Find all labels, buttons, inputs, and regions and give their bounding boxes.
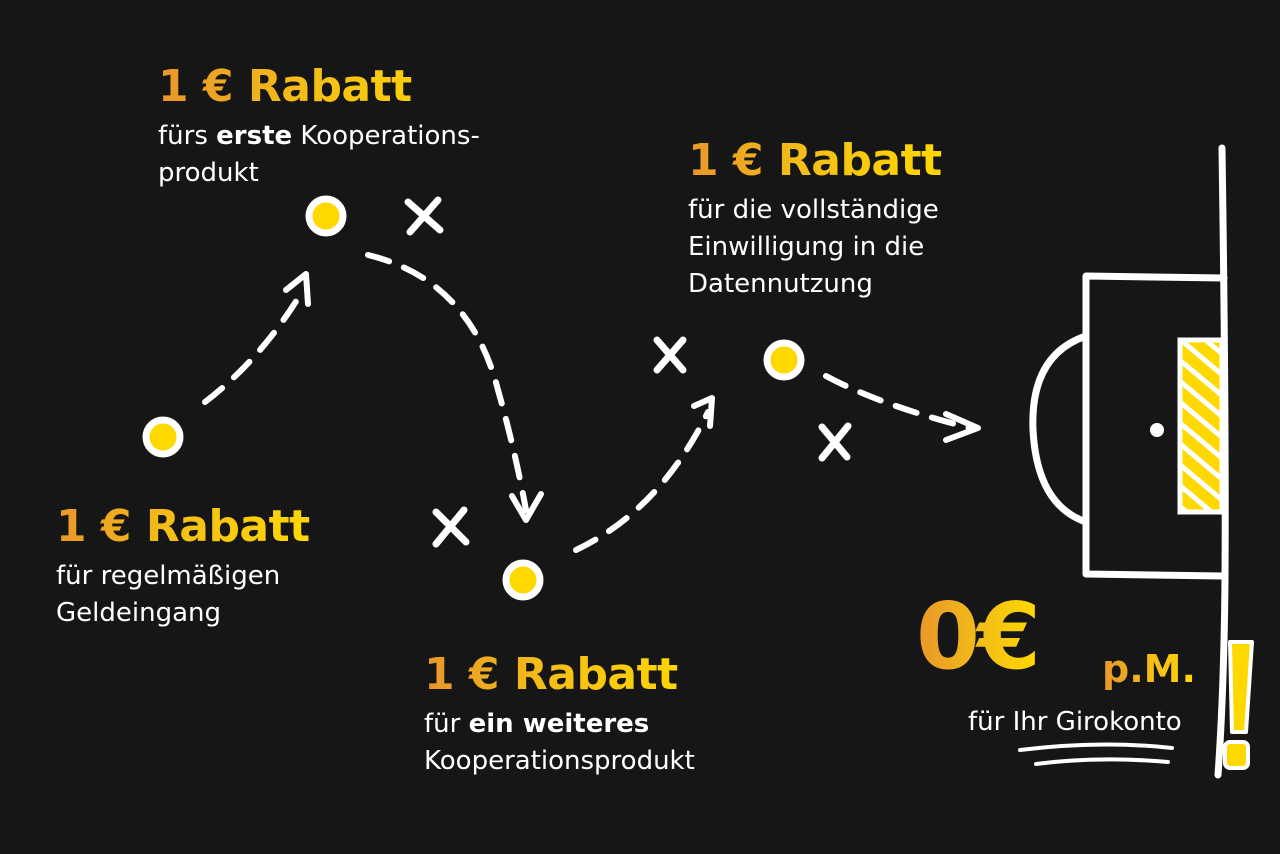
player-dot-icon xyxy=(763,339,805,381)
account-caption: für Ihr Girokonto xyxy=(968,707,1182,737)
opponent-x-icon xyxy=(818,422,852,462)
desc-text: produkt xyxy=(158,158,259,189)
desc-text: Kooperationsprodukt xyxy=(424,746,695,777)
discount-description: für ein weiteres Kooperationsprodukt xyxy=(424,706,695,780)
path-arrow-4 xyxy=(823,373,973,431)
desc-text: fürs xyxy=(158,121,217,152)
discount-headline: 1 € Rabatt xyxy=(424,651,695,698)
opponent-x-icon xyxy=(404,196,444,236)
monthly-fee-unit: p.M. xyxy=(1102,647,1196,691)
discount-headline: 1 € Rabatt xyxy=(56,501,310,552)
penalty-spot-icon xyxy=(1150,423,1164,437)
discount-description: für die vollständige Einwilligung in die… xyxy=(688,192,942,303)
step-2-label: 1 € Rabatt für regelmäßigen Geldeingang xyxy=(56,501,310,632)
desc-text: Geldeingang xyxy=(56,598,221,629)
path-arrow-1 xyxy=(202,292,303,405)
desc-text: für die vollständige xyxy=(688,195,939,226)
arrowhead-icon xyxy=(283,271,311,307)
desc-text: für regelmäßigen xyxy=(56,561,281,592)
path-arrow-2 xyxy=(365,252,529,513)
player-dot-icon xyxy=(305,195,347,237)
desc-text: Kooperations- xyxy=(292,121,480,152)
discount-description: fürs erste Kooperations- produkt xyxy=(158,118,480,192)
opponent-x-icon xyxy=(432,506,470,548)
discount-headline: 1 € Rabatt xyxy=(158,63,480,110)
exclamation-icon xyxy=(1223,640,1254,770)
step-3-label: 1 € Rabatt für ein weiteres Kooperations… xyxy=(424,651,695,780)
path-arrow-3 xyxy=(573,409,711,553)
underline-swoosh xyxy=(1018,742,1174,766)
desc-bold-text: ein weiteres xyxy=(468,709,650,740)
monthly-fee-amount: 0€ xyxy=(916,583,1041,690)
penalty-area xyxy=(1029,144,1229,779)
player-dot-icon xyxy=(502,559,544,601)
desc-text: Einwilligung in die xyxy=(688,232,925,263)
desc-text: Datennutzung xyxy=(688,269,873,300)
step-1-label: 1 € Rabatt fürs erste Kooperations- prod… xyxy=(158,63,480,192)
arrowhead-icon xyxy=(509,491,544,523)
arrowhead-icon xyxy=(691,395,715,429)
discount-description: für regelmäßigen Geldeingang xyxy=(56,558,310,632)
arrowhead-icon xyxy=(943,411,981,443)
step-4-label: 1 € Rabatt für die vollständige Einwilli… xyxy=(688,135,942,303)
opponent-x-icon xyxy=(653,336,687,374)
player-dot-icon xyxy=(142,416,184,458)
desc-bold-text: erste xyxy=(216,121,293,152)
goal-icon xyxy=(1180,340,1222,512)
desc-text: für xyxy=(424,709,469,740)
discount-headline: 1 € Rabatt xyxy=(688,135,942,186)
